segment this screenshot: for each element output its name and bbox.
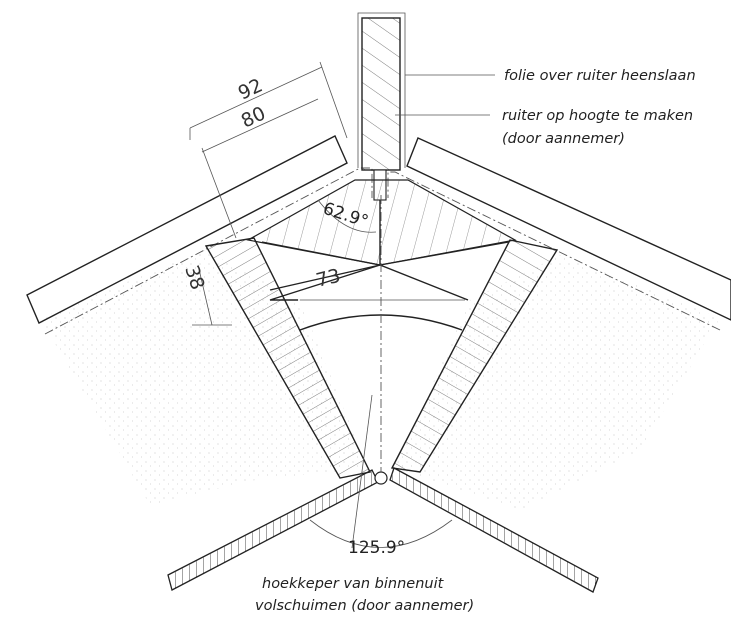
dim-80-ext: [201, 147, 237, 239]
dim-38-line: [197, 264, 213, 326]
annotation-ruiter-1: ruiter op hoogte te maken: [502, 108, 693, 124]
annotation-ruiter-2: (door aannemer): [502, 131, 625, 147]
annotation-hip-1: hoekkeper van binnenuit: [262, 576, 445, 592]
roof-panel-left: [26, 135, 348, 324]
angle-arc-top: [317, 199, 377, 233]
roof-panel-right: [406, 137, 731, 321]
inner-left: [261, 241, 381, 301]
foil-over-ruiter: [357, 12, 406, 168]
ruiter: [361, 17, 401, 171]
dim-92-line: [189, 66, 323, 129]
top-wedge: [246, 179, 517, 266]
rafter-right: [390, 239, 559, 473]
dim-80-line: [201, 98, 319, 153]
angle-bottom: 125.9°: [348, 538, 405, 558]
dim-ext-right: [319, 61, 348, 139]
angle-arc-bottom: [309, 519, 453, 548]
annotation-foil: folie over ruiter heenslaan: [504, 68, 696, 84]
dim-73: 73: [314, 265, 343, 292]
hip-joint: [374, 471, 388, 485]
dim-92: 92: [235, 74, 266, 104]
dim-80: 80: [238, 102, 269, 132]
arc-inner: [299, 314, 463, 331]
leader-hip: [351, 394, 373, 549]
annotation-hip-2: volschuimen (door aannemer): [255, 598, 474, 614]
hip-board-right: [389, 467, 599, 593]
cross-line: [269, 264, 381, 291]
